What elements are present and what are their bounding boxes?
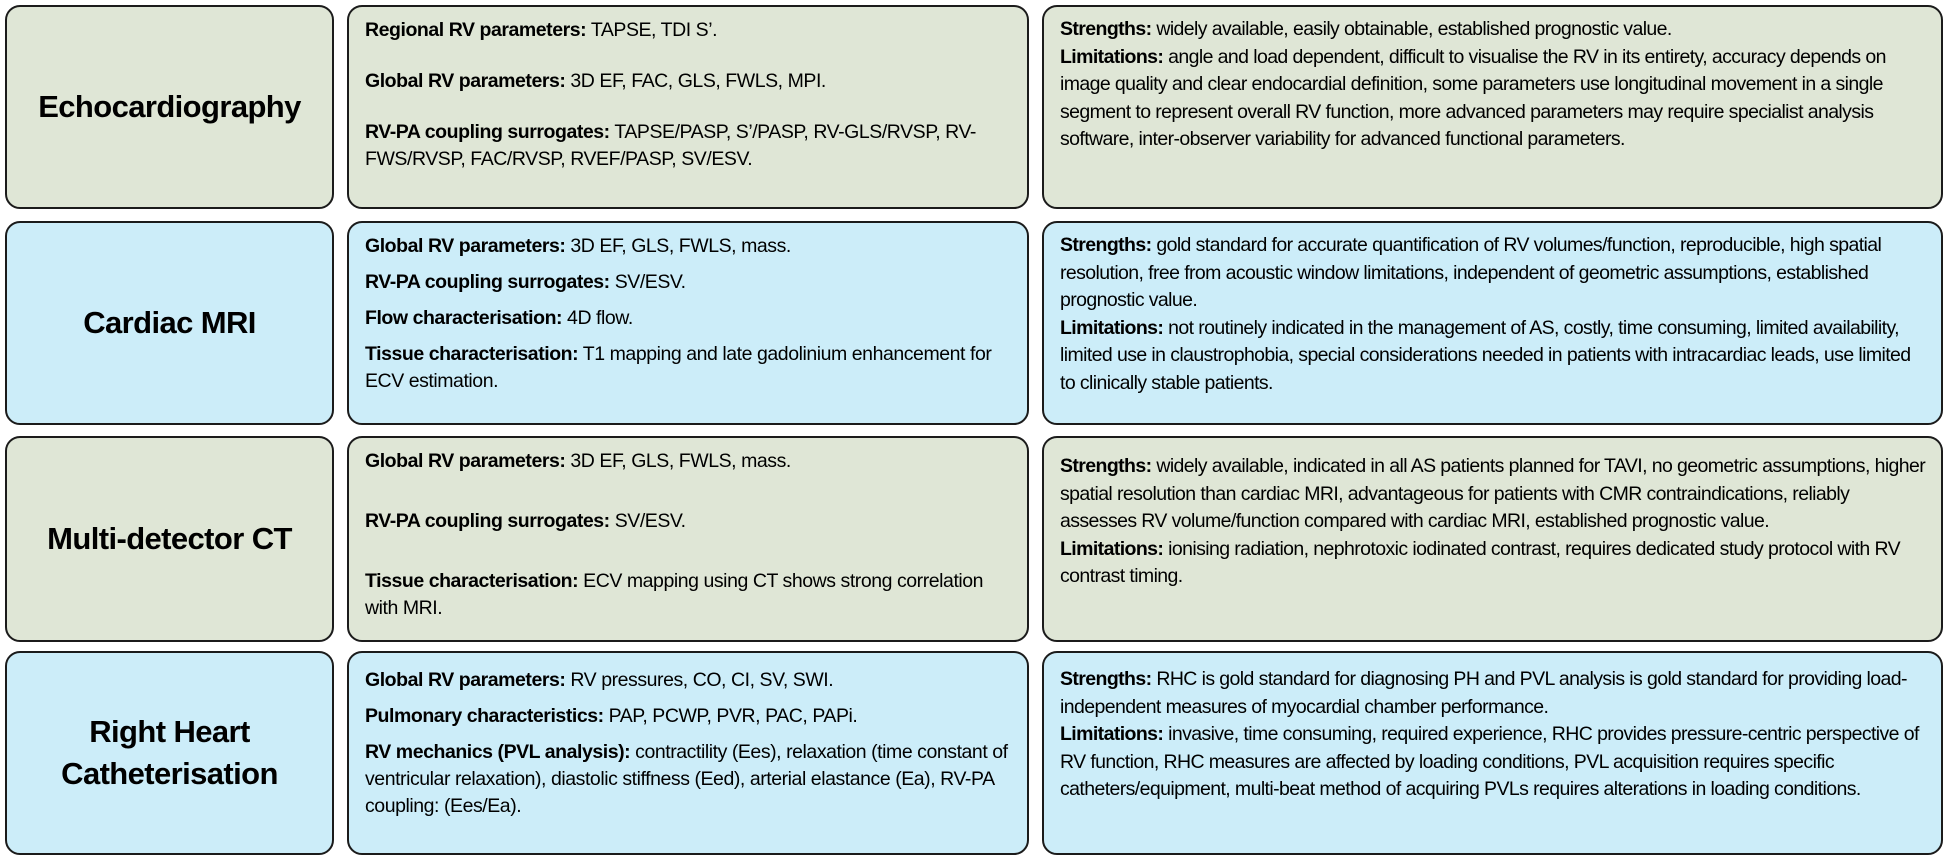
modality-name: Right Heart Catheterisation — [61, 714, 278, 791]
parameter-item: Flow characterisation: 4D flow. — [365, 307, 633, 329]
modality-label-box: Cardiac MRI — [5, 221, 334, 425]
parameter-item: Global RV parameters: RV pressures, CO, … — [365, 669, 834, 691]
parameter-item: RV-PA coupling surrogates: TAPSE/PASP, S… — [365, 121, 976, 170]
parameters-box: Global RV parameters: 3D EF, GLS, FWLS, … — [347, 221, 1029, 425]
parameter-item: Regional RV parameters: TAPSE, TDI S’. — [365, 19, 718, 41]
strengths-limitations-box: Strengths: widely available, indicated i… — [1042, 436, 1943, 642]
parameters-box: Global RV parameters: 3D EF, GLS, FWLS, … — [347, 436, 1029, 642]
strengths-limitations-box: Strengths: gold standard for accurate qu… — [1042, 221, 1943, 425]
strengths-text: Strengths: gold standard for accurate qu… — [1060, 234, 1882, 311]
parameter-item: Global RV parameters: 3D EF, FAC, GLS, F… — [365, 70, 826, 92]
strengths-limitations-box: Strengths: RHC is gold standard for diag… — [1042, 651, 1943, 855]
limitations-text: Limitations: invasive, time consuming, r… — [1060, 723, 1919, 800]
limitations-text: Limitations: angle and load dependent, d… — [1060, 45, 1886, 151]
row-echocardiography: Echocardiography Regional RV parameters:… — [5, 5, 1943, 209]
modality-name: Multi-detector CT — [47, 521, 292, 556]
modality-label-box: Multi-detector CT — [5, 436, 334, 642]
parameter-item: Pulmonary characteristics: PAP, PCWP, PV… — [365, 705, 858, 727]
limitations-text: Limitations: ionising radiation, nephrot… — [1060, 537, 1901, 588]
strengths-text: Strengths: widely available, easily obta… — [1060, 18, 1672, 40]
modality-name: Echocardiography — [38, 89, 301, 124]
parameters-box: Global RV parameters: RV pressures, CO, … — [347, 651, 1029, 855]
parameter-item: Tissue characterisation: ECV mapping usi… — [365, 570, 984, 619]
row-right-heart-catheterisation: Right Heart Catheterisation Global RV pa… — [5, 651, 1943, 855]
limitations-text: Limitations: not routinely indicated in … — [1060, 316, 1911, 394]
parameter-item: RV-PA coupling surrogates: SV/ESV. — [365, 510, 686, 532]
strengths-text: Strengths: widely available, indicated i… — [1060, 455, 1926, 532]
modality-name: Cardiac MRI — [83, 305, 256, 340]
parameter-item: Tissue characterisation: T1 mapping and … — [365, 343, 992, 392]
parameters-box: Regional RV parameters: TAPSE, TDI S’. G… — [347, 5, 1029, 209]
row-cardiac-mri: Cardiac MRI Global RV parameters: 3D EF,… — [5, 221, 1943, 425]
modality-label-box: Echocardiography — [5, 5, 334, 209]
parameter-item: Global RV parameters: 3D EF, GLS, FWLS, … — [365, 235, 791, 257]
parameter-item: RV-PA coupling surrogates: SV/ESV. — [365, 271, 686, 293]
row-multi-detector-ct: Multi-detector CT Global RV parameters: … — [5, 436, 1943, 642]
parameter-item: RV mechanics (PVL analysis): contractili… — [365, 741, 1008, 817]
strengths-limitations-box: Strengths: widely available, easily obta… — [1042, 5, 1943, 209]
strengths-text: Strengths: RHC is gold standard for diag… — [1060, 668, 1907, 718]
modality-label-box: Right Heart Catheterisation — [5, 651, 334, 855]
modality-comparison-table: Echocardiography Regional RV parameters:… — [5, 5, 1943, 855]
parameter-item: Global RV parameters: 3D EF, GLS, FWLS, … — [365, 450, 791, 472]
